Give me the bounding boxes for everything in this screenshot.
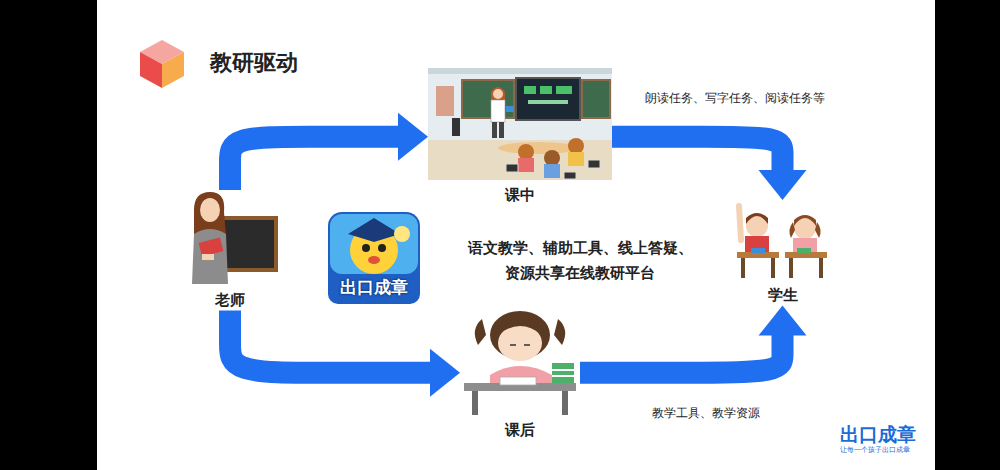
teacher-node: 老师	[180, 190, 280, 311]
side-bar	[935, 0, 1000, 470]
flow-arrow	[580, 306, 807, 373]
arrow-head	[759, 306, 807, 336]
students-node: 学生	[735, 200, 830, 306]
node-label: 课后	[460, 421, 580, 441]
platform-note: 语文教学、辅助工具、线上答疑、资源共享在线教研平台	[464, 236, 696, 286]
flow-arrow	[230, 311, 460, 397]
arrow-shaft	[230, 137, 400, 190]
node-label: 课中	[428, 186, 612, 206]
arrow-head	[430, 349, 460, 397]
arrow-head	[398, 113, 428, 161]
classroom-illustration	[428, 68, 612, 180]
node-label: 老师	[180, 291, 280, 311]
watermark-logo: 出口成章	[840, 424, 920, 445]
icon-text: 出口成章	[328, 276, 420, 298]
edge-label: 教学工具、教学资源	[650, 405, 762, 422]
after-class-node: 课后	[460, 305, 580, 441]
arrow-shaft	[580, 334, 783, 373]
app-icon-node: 出口成章	[328, 212, 420, 304]
arrow-head	[759, 170, 807, 200]
node-label: 学生	[735, 286, 830, 306]
edge-label: 朗读任务、写字任务、阅读任务等	[643, 90, 827, 107]
flow-arrow	[230, 113, 428, 190]
students-illustration	[735, 200, 830, 280]
arrow-shaft	[230, 311, 432, 373]
title: 教研驱动	[210, 48, 298, 78]
teacher-illustration	[180, 190, 280, 285]
watermark-slogan: 让每一个孩子出口成章	[840, 447, 920, 455]
classroom-node: 课中	[428, 68, 612, 206]
girl-writing-illustration	[460, 305, 580, 415]
cube-icon	[138, 38, 188, 90]
flow-arrow	[612, 137, 807, 200]
arrow-shaft	[612, 137, 783, 172]
side-bar	[0, 0, 97, 470]
